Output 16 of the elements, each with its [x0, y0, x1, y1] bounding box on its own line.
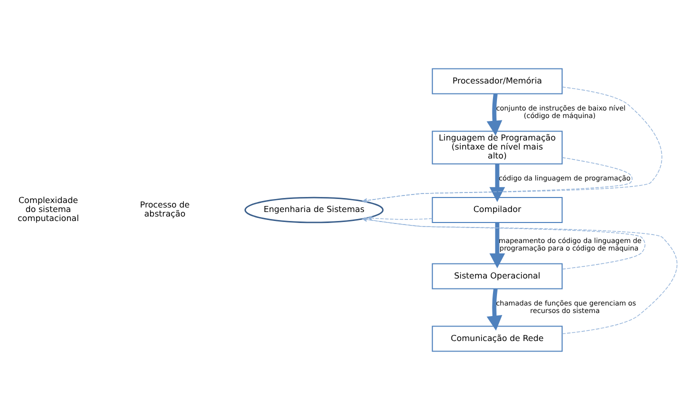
arrow — [362, 217, 646, 270]
node-box: Compilador — [432, 196, 563, 224]
label: Processo de abstração — [140, 200, 190, 219]
node-box: Comunicação de Rede — [432, 326, 563, 352]
node-box: Sistema Operacional — [432, 263, 563, 290]
node-box: Linguagem de Programação (sintaxe de nível mais alto) — [432, 130, 563, 164]
arrow — [362, 157, 633, 203]
arrow — [368, 216, 433, 220]
arrow — [486, 288, 502, 331]
arrow — [489, 222, 506, 268]
arrow — [489, 164, 506, 202]
node-box: Processador/Memória — [432, 68, 563, 94]
arrow — [362, 86, 662, 203]
arrow — [362, 217, 678, 334]
arrow — [486, 94, 502, 136]
label: Complexidade do sistema computacional — [18, 195, 79, 224]
